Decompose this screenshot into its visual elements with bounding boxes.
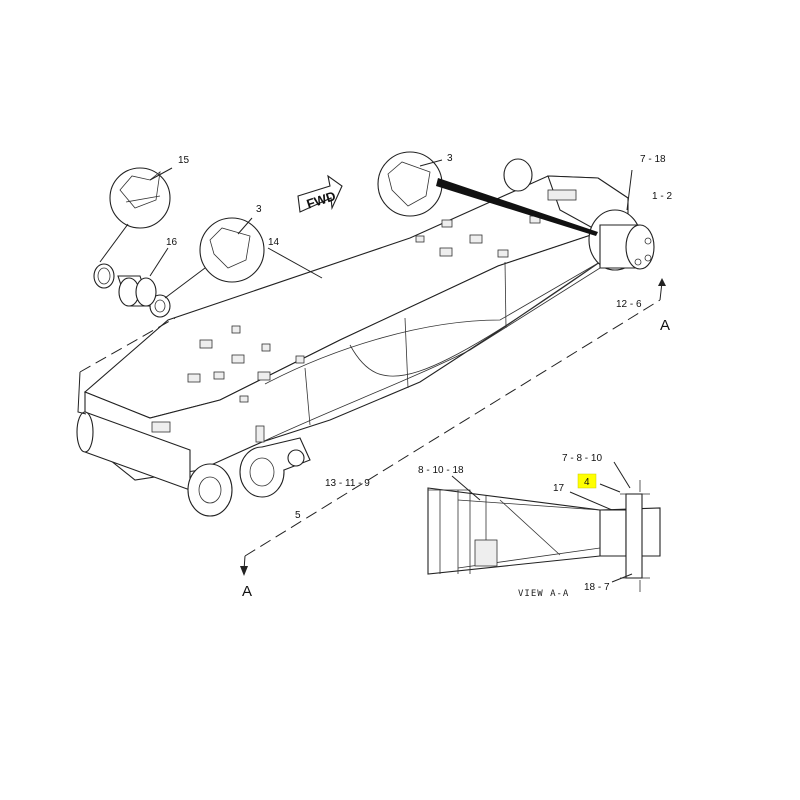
part-label-17: 17	[553, 483, 565, 494]
part-label-13-11-9: 13 - 11 - 9	[325, 478, 370, 489]
part-label-14: 14	[268, 237, 280, 248]
part-label-16: 16	[166, 237, 178, 248]
section-label-a-top: A	[660, 317, 670, 334]
view-a-a-inset	[427, 461, 661, 592]
front-mount	[503, 158, 655, 271]
highlight-box	[577, 473, 597, 489]
part-label-3-right: 3	[447, 153, 453, 164]
part-label-12-6: 12 - 6	[616, 299, 642, 310]
seal-ring-part	[93, 263, 115, 289]
detail-callout-15	[99, 167, 173, 263]
part-label-8-10-18: 8 - 10 - 18	[418, 465, 464, 476]
part-label-18-7: 18 - 7	[584, 582, 610, 593]
part-label-5: 5	[295, 510, 301, 521]
part-label-3-left: 3	[256, 204, 262, 215]
part-label-15: 15	[178, 155, 190, 166]
part-label-7-8-10: 7 - 8 - 10	[562, 453, 602, 464]
fwd-arrow-icon: FWD	[297, 174, 343, 213]
part-label-7-18: 7 - 18	[640, 154, 666, 165]
boom-body	[76, 175, 629, 517]
part-label-1-2: 1 - 2	[652, 191, 672, 202]
section-label-a-bottom: A	[242, 583, 252, 600]
view-a-a-label: VIEW A-A	[518, 589, 569, 599]
detail-callout-3-left	[164, 217, 265, 299]
part-label-4: 4	[584, 477, 590, 488]
section-line-a-a	[77, 278, 666, 576]
detail-callout-3-right	[377, 151, 598, 236]
